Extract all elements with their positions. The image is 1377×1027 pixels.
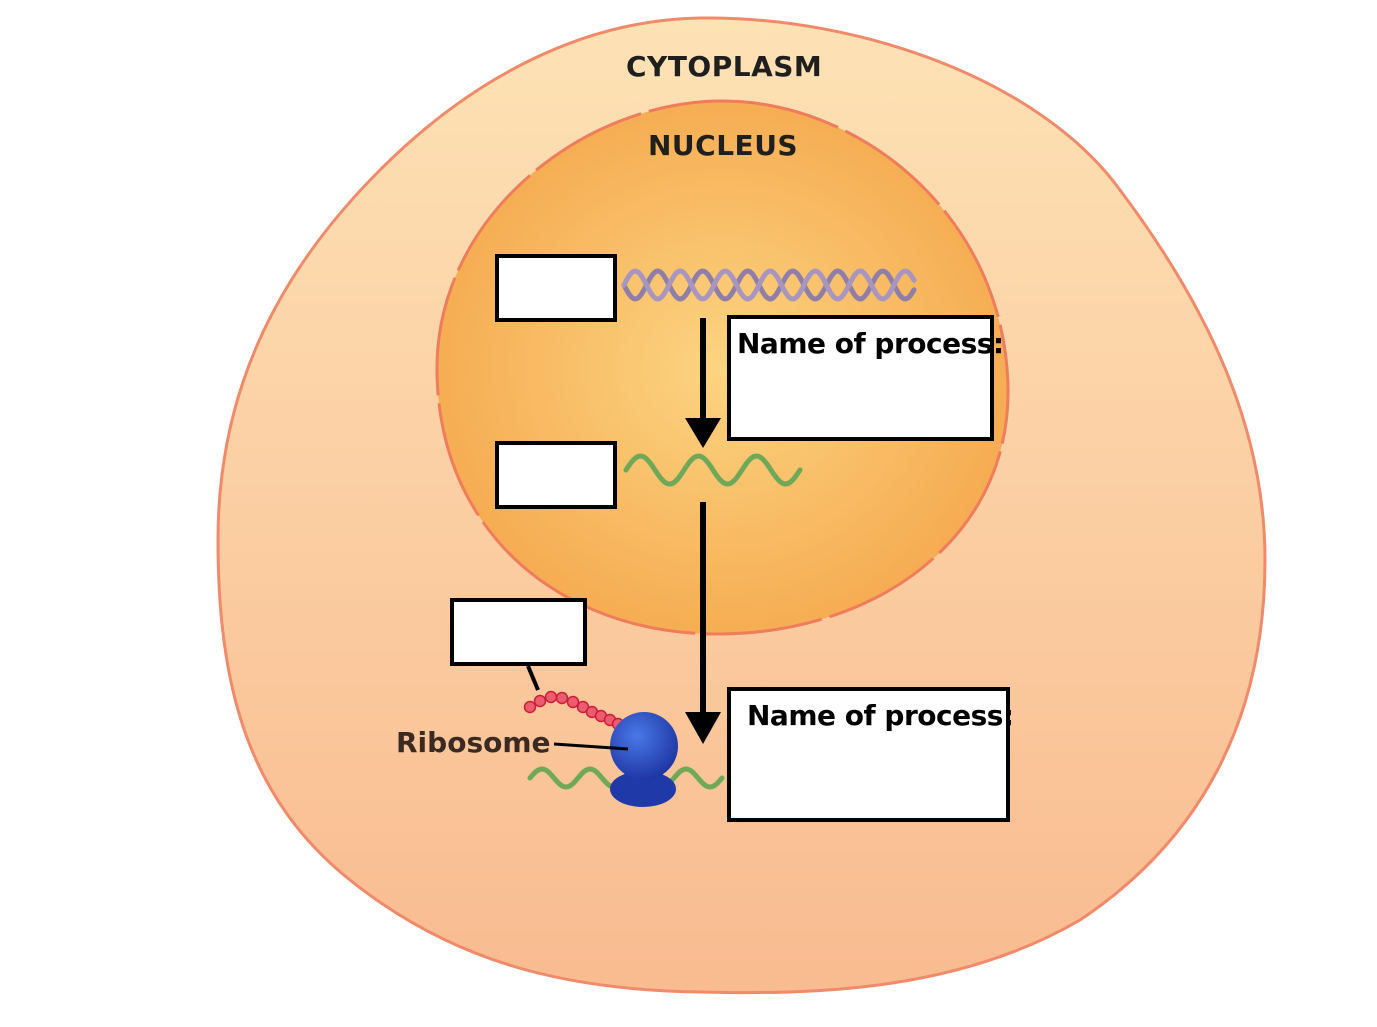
dna-helix <box>621 268 917 302</box>
amino-acid-bead <box>566 695 580 709</box>
dna-answer-box[interactable] <box>495 254 617 322</box>
transcription-process-box[interactable]: Name of process: <box>727 315 1004 441</box>
mrna-answer-box[interactable] <box>495 441 617 509</box>
polypeptide-chain <box>523 690 625 731</box>
process-box-title: Name of process: <box>737 327 1004 360</box>
translation-process-box[interactable]: Name of process: <box>727 687 1014 822</box>
ribosome <box>610 712 678 807</box>
ribosome-leader-line <box>553 742 629 751</box>
transcription-arrow <box>685 318 721 448</box>
amino-acid-bead <box>533 694 547 708</box>
nucleus-label: NUCLEUS <box>648 129 799 162</box>
protein-answer-box[interactable] <box>450 598 587 666</box>
amino-acid-bead <box>555 691 569 705</box>
mrna-strand-nucleus <box>623 453 803 487</box>
ribosome-label: Ribosome <box>396 726 551 759</box>
amino-acid-bead <box>544 690 558 704</box>
cytoplasm-label: CYTOPLASM <box>626 50 823 83</box>
amino-acid-bead <box>523 700 537 714</box>
polypeptide-leader-line <box>526 665 540 691</box>
process-box-title: Name of process: <box>747 699 1014 732</box>
translation-arrow <box>685 502 721 744</box>
